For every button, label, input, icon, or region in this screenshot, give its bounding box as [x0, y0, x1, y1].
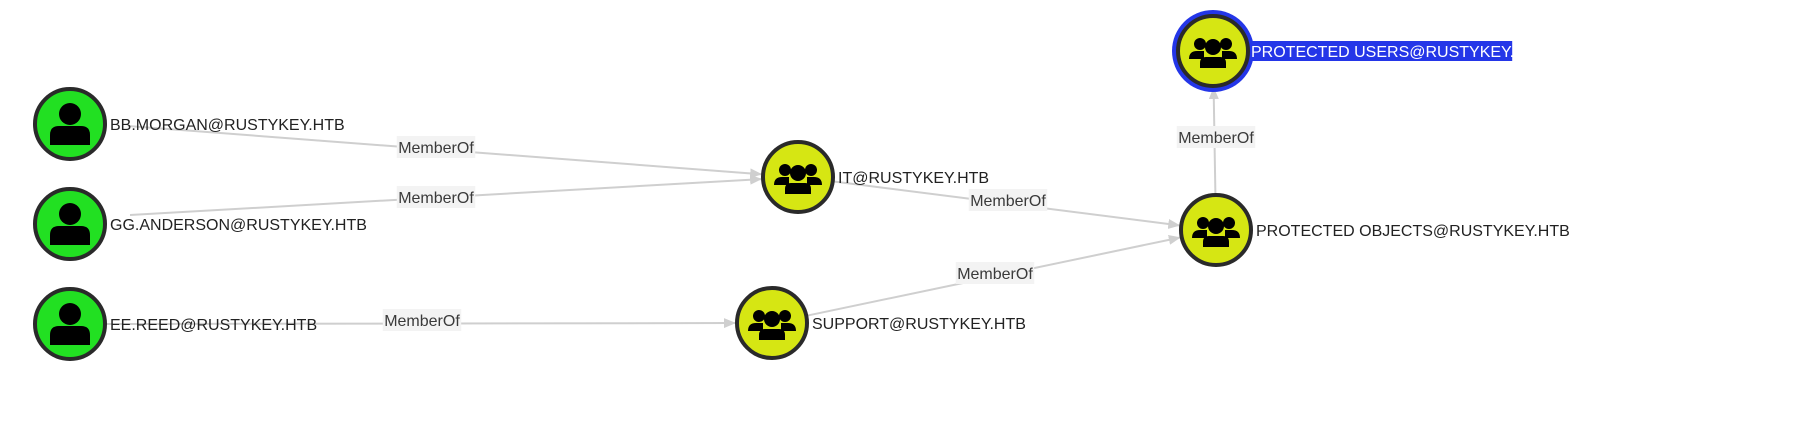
edge-support-pobjects[interactable]: MemberOf	[806, 234, 1181, 317]
edge-label-background	[382, 309, 462, 331]
selected-label-highlight	[1233, 41, 1513, 61]
node-label: EE.REED@RUSTYKEY.HTB	[110, 317, 317, 334]
node-pobjects[interactable]: PROTECTED OBJECTS@RUSTYKEY.HTB	[1179, 193, 1570, 267]
edge-pobjects-pusers[interactable]: MemberOf	[1176, 86, 1256, 196]
node-gg[interactable]: GG.ANDERSON@RUSTYKEY.HTB	[33, 187, 367, 261]
user-icon	[50, 203, 90, 245]
node-label: GG.ANDERSON@RUSTYKEY.HTB	[110, 217, 367, 234]
edge-gg-it[interactable]: MemberOf	[129, 174, 763, 216]
node-support[interactable]: SUPPORT@RUSTYKEY.HTB	[735, 286, 1026, 360]
edge-label-background	[955, 262, 1035, 284]
group-icon	[1189, 38, 1237, 68]
node-pusers[interactable]: PROTECTED USERS@RUSTYKEY.HTB	[1172, 10, 1546, 92]
node-label: SUPPORT@RUSTYKEY.HTB	[812, 316, 1026, 333]
edge-label-background	[396, 186, 476, 208]
nodes-layer: BB.MORGAN@RUSTYKEY.HTB GG.ANDERSON@RUSTYK…	[33, 10, 1570, 361]
edge-label-background	[396, 136, 476, 158]
edge-it-pobjects[interactable]: MemberOf	[832, 180, 1181, 229]
edge-label-background	[1176, 126, 1256, 148]
edge-label: MemberOf	[957, 266, 1033, 283]
group-icon	[748, 310, 796, 340]
node-label: PROTECTED OBJECTS@RUSTYKEY.HTB	[1256, 223, 1570, 240]
user-icon	[50, 103, 90, 145]
edge-bb-it[interactable]: MemberOf	[127, 125, 763, 179]
edge-ee-support[interactable]: MemberOf	[104, 309, 737, 331]
edge-label: MemberOf	[398, 190, 474, 207]
edge-label: MemberOf	[398, 140, 474, 157]
group-icon	[1192, 217, 1240, 247]
node-bb[interactable]: BB.MORGAN@RUSTYKEY.HTB	[33, 87, 345, 161]
node-label: PROTECTED USERS@RUSTYKEY.HTB	[1251, 44, 1546, 61]
node-label: IT@RUSTYKEY.HTB	[838, 170, 989, 187]
edges-layer: MemberOfMemberOfMemberOfMemberOfMemberOf…	[104, 86, 1256, 331]
node-it[interactable]: IT@RUSTYKEY.HTB	[761, 140, 989, 214]
edge-label: MemberOf	[384, 313, 460, 330]
edge-label: MemberOf	[970, 193, 1046, 210]
group-icon	[774, 164, 822, 194]
edge-label: MemberOf	[1178, 130, 1254, 147]
node-label: BB.MORGAN@RUSTYKEY.HTB	[110, 117, 345, 134]
user-icon	[50, 303, 90, 345]
node-ee[interactable]: EE.REED@RUSTYKEY.HTB	[33, 287, 317, 361]
edge-label-background	[968, 189, 1048, 211]
